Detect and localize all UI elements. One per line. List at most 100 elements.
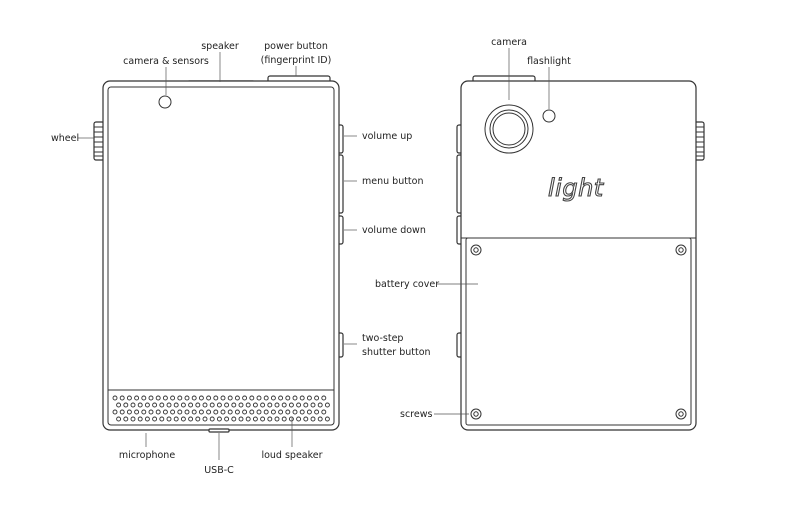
grille-hole — [195, 402, 201, 408]
grille-hole — [252, 402, 258, 408]
battery-cover — [465, 237, 692, 426]
grille-hole — [144, 402, 150, 408]
grille-hole — [137, 416, 143, 422]
grille-hole — [292, 395, 298, 401]
grille-hole — [220, 395, 226, 401]
grille-hole — [317, 402, 323, 408]
grille-hole — [299, 395, 305, 401]
grille-hole — [224, 416, 230, 422]
grille-hole — [116, 416, 122, 422]
grille-hole — [134, 395, 140, 401]
grille-hole — [206, 409, 212, 415]
grille-hole — [296, 416, 302, 422]
grille-hole — [177, 409, 183, 415]
grille-hole — [263, 409, 269, 415]
grille-hole — [188, 416, 194, 422]
screw-bottom-left — [470, 408, 482, 420]
grille-hole — [249, 395, 255, 401]
rear-camera-outer — [484, 104, 534, 154]
screw-top-left — [470, 244, 482, 256]
front-view: speaker power button (fingerprint ID) ca… — [51, 41, 431, 476]
label-wheel: wheel — [51, 133, 79, 144]
grille-hole — [242, 395, 248, 401]
grille-hole — [188, 402, 194, 408]
grille-hole — [292, 409, 298, 415]
grille-hole — [213, 395, 219, 401]
grille-hole — [152, 416, 158, 422]
grille-hole — [191, 409, 197, 415]
label-speaker: speaker — [201, 41, 239, 52]
grille-hole — [267, 402, 273, 408]
speaker-grille — [112, 395, 330, 422]
grille-hole — [141, 409, 147, 415]
front-screen — [107, 86, 335, 426]
grille-hole — [116, 402, 122, 408]
grille-hole — [137, 402, 143, 408]
grille-hole — [155, 409, 161, 415]
grille-hole — [224, 402, 230, 408]
grille-hole — [260, 416, 266, 422]
grille-hole — [180, 416, 186, 422]
grille-hole — [303, 416, 309, 422]
grille-hole — [234, 409, 240, 415]
grille-hole — [234, 395, 240, 401]
grille-hole — [134, 409, 140, 415]
label-shutter-line2: shutter button — [362, 347, 431, 358]
grille-hole — [191, 395, 197, 401]
front-body — [102, 80, 340, 431]
grille-hole — [162, 395, 168, 401]
grille-hole — [123, 416, 129, 422]
grille-hole — [249, 409, 255, 415]
label-fingerprint: (fingerprint ID) — [261, 55, 332, 66]
label-battery-cover: battery cover — [375, 279, 439, 290]
grille-hole — [209, 402, 215, 408]
grille-hole — [130, 416, 136, 422]
grille-hole — [184, 409, 190, 415]
usb-c-port — [208, 428, 230, 433]
grille-hole — [152, 402, 158, 408]
grille-hole — [180, 402, 186, 408]
grille-hole — [260, 402, 266, 408]
grille-hole — [256, 409, 262, 415]
grille-hole — [141, 395, 147, 401]
grille-hole — [159, 416, 165, 422]
grille-hole — [148, 395, 154, 401]
grille-hole — [173, 402, 179, 408]
grille-hole — [195, 416, 201, 422]
label-screws: screws — [400, 409, 432, 420]
grille-hole — [281, 416, 287, 422]
label-camera: camera — [491, 37, 527, 48]
label-usb-c: USB-C — [204, 465, 234, 476]
grille-hole — [310, 416, 316, 422]
grille-hole — [242, 409, 248, 415]
grille-hole — [119, 395, 125, 401]
grille-hole — [198, 395, 204, 401]
grille-hole — [202, 416, 208, 422]
label-loud-speaker: loud speaker — [261, 450, 322, 461]
grille-hole — [299, 409, 305, 415]
grille-hole — [220, 409, 226, 415]
grille-hole — [112, 395, 118, 401]
grille-hole — [278, 409, 284, 415]
grille-hole — [159, 402, 165, 408]
grille-hole — [123, 402, 129, 408]
grille-hole — [245, 402, 251, 408]
front-camera — [158, 95, 172, 109]
screw-top-right — [675, 244, 687, 256]
grille-hole — [288, 416, 294, 422]
back-body — [460, 80, 697, 431]
grille-hole — [238, 416, 244, 422]
grille-hole — [288, 402, 294, 408]
grille-hole — [112, 409, 118, 415]
grille-hole — [252, 416, 258, 422]
grille-hole — [148, 409, 154, 415]
grille-hole — [126, 395, 132, 401]
grille-hole — [231, 416, 237, 422]
grille-hole — [317, 416, 323, 422]
grille-hole — [126, 409, 132, 415]
brand-logo: light — [548, 174, 605, 202]
grille-hole — [227, 409, 233, 415]
grille-hole — [216, 416, 222, 422]
grille-hole — [303, 402, 309, 408]
grille-hole — [209, 416, 215, 422]
